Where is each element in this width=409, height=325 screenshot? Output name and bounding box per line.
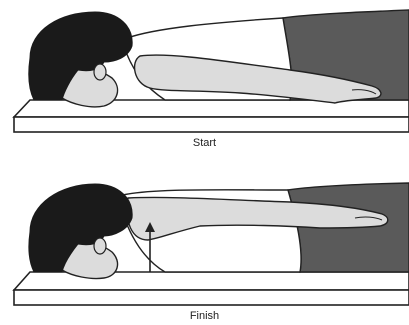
table-finish [14, 272, 409, 305]
ear-finish [94, 238, 106, 254]
start-panel [14, 10, 409, 132]
ear-start [94, 64, 106, 80]
caption-finish: Finish [0, 310, 409, 322]
finish-panel [14, 183, 409, 305]
caption-start: Start [0, 137, 409, 149]
table-start [14, 100, 409, 132]
